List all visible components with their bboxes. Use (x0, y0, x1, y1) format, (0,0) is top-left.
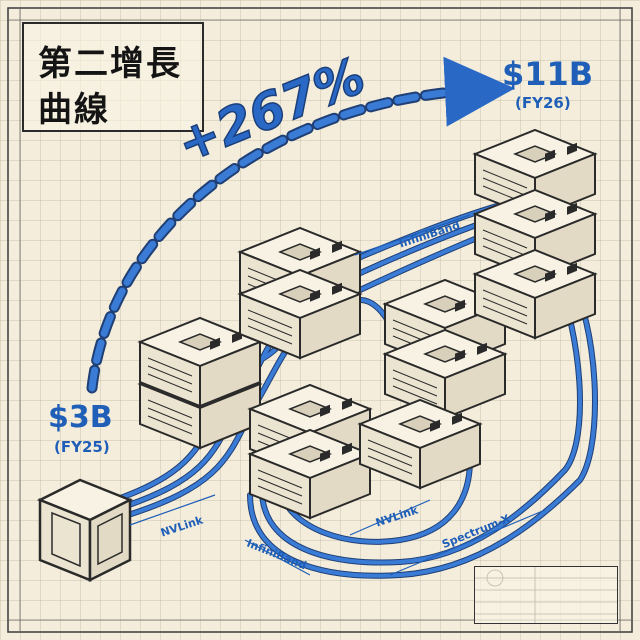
start-cube (36, 478, 134, 583)
end-value: $11B (502, 55, 594, 93)
growth-arrow (88, 56, 515, 392)
dimension-arrows (129, 214, 546, 576)
start-value: $3B (48, 400, 113, 435)
title-line-2: 曲線 (38, 90, 110, 130)
title-block (474, 566, 618, 624)
title-box: 第二增長 曲線 (22, 22, 204, 132)
end-period: (FY26) (515, 94, 571, 112)
title-line-1: 第二增長 (38, 44, 182, 84)
frame-border (7, 7, 633, 633)
start-period: (FY25) (54, 438, 110, 456)
server-rack-front-right (359, 399, 481, 489)
